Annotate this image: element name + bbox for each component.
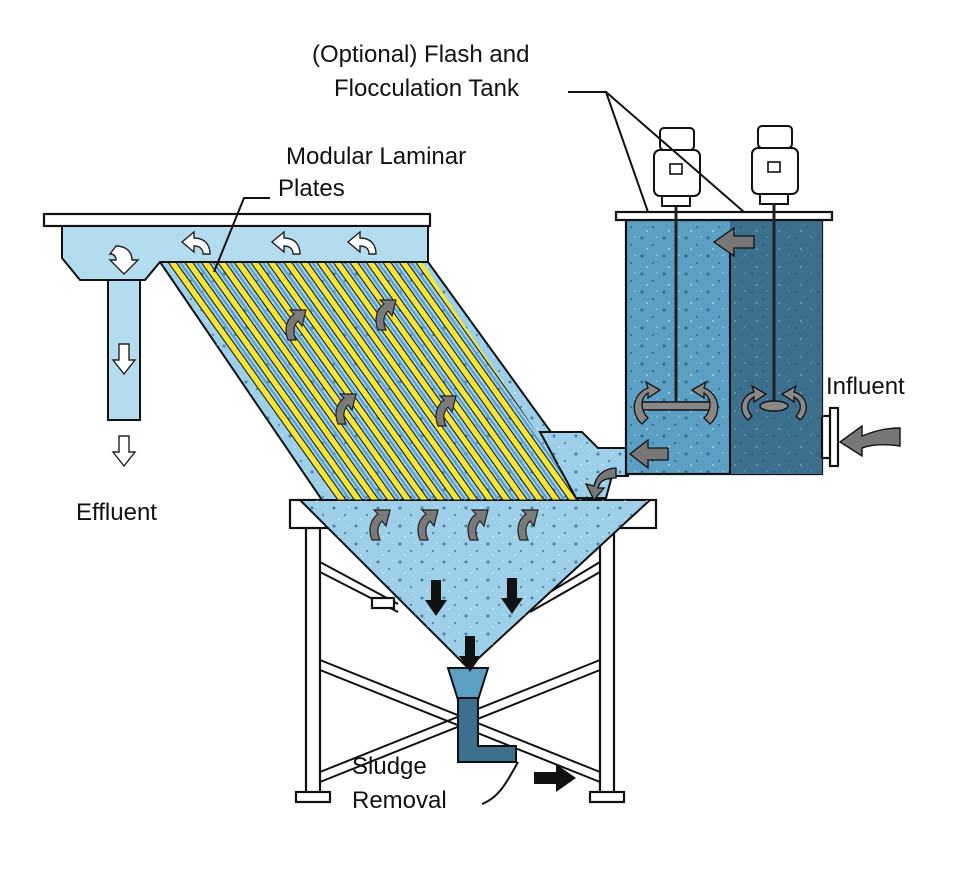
plate-gap xyxy=(344,262,516,500)
mixer-motor-right xyxy=(751,125,799,412)
laminar-plate xyxy=(183,262,364,500)
tank-label-line1: (Optional) Flash and xyxy=(312,41,529,68)
plate-gap xyxy=(327,262,500,500)
trough-flow-arrows xyxy=(108,231,377,275)
laminar-plate xyxy=(199,262,381,500)
influent-arrow-icon xyxy=(838,424,901,458)
laminar-plate xyxy=(216,262,397,500)
laminar-plate xyxy=(282,262,463,500)
laminar-plate xyxy=(315,262,496,500)
sludge-down-arrows xyxy=(425,578,576,792)
flocculation-tank xyxy=(614,210,840,476)
sludge-label-line2: Removal xyxy=(352,787,447,814)
plate-gap xyxy=(278,262,450,500)
laminar-plate xyxy=(364,262,546,500)
plate-gap xyxy=(311,262,483,500)
effluent-label: Effluent xyxy=(76,499,157,526)
modular-laminar-plates xyxy=(166,262,582,500)
plate-gap xyxy=(179,262,351,500)
plate-gap xyxy=(377,262,549,500)
plate-gap xyxy=(393,262,566,500)
plate-gap xyxy=(410,262,582,500)
laminar-plate xyxy=(397,262,579,500)
tank-flow-arrows xyxy=(584,226,755,502)
influent-label: Influent xyxy=(826,373,905,400)
plate-gap xyxy=(245,262,417,500)
laminar-plate xyxy=(166,262,348,500)
plate-gap xyxy=(212,262,384,500)
mixer-motor-left xyxy=(639,127,713,411)
laminar-plate xyxy=(232,262,414,500)
plates-label-line2: Plates xyxy=(278,175,345,202)
plate-gap xyxy=(195,262,368,500)
sludge-pipe xyxy=(457,697,517,763)
laminar-plate xyxy=(298,262,480,500)
plates-label-line1: Modular Laminar xyxy=(286,143,466,170)
plate-gap xyxy=(294,262,467,500)
callout-lines xyxy=(213,91,745,805)
laminar-plate xyxy=(348,262,529,500)
plate-gap xyxy=(228,262,401,500)
laminar-plate xyxy=(265,262,447,500)
sludge-label-line1: Sludge xyxy=(352,753,427,780)
mixing-swirl-arrows xyxy=(633,380,807,425)
laminar-plate xyxy=(381,262,562,500)
tank-label-line2: Flocculation Tank xyxy=(334,75,520,102)
inlet-channel xyxy=(538,431,629,499)
plate-gap xyxy=(261,262,434,500)
